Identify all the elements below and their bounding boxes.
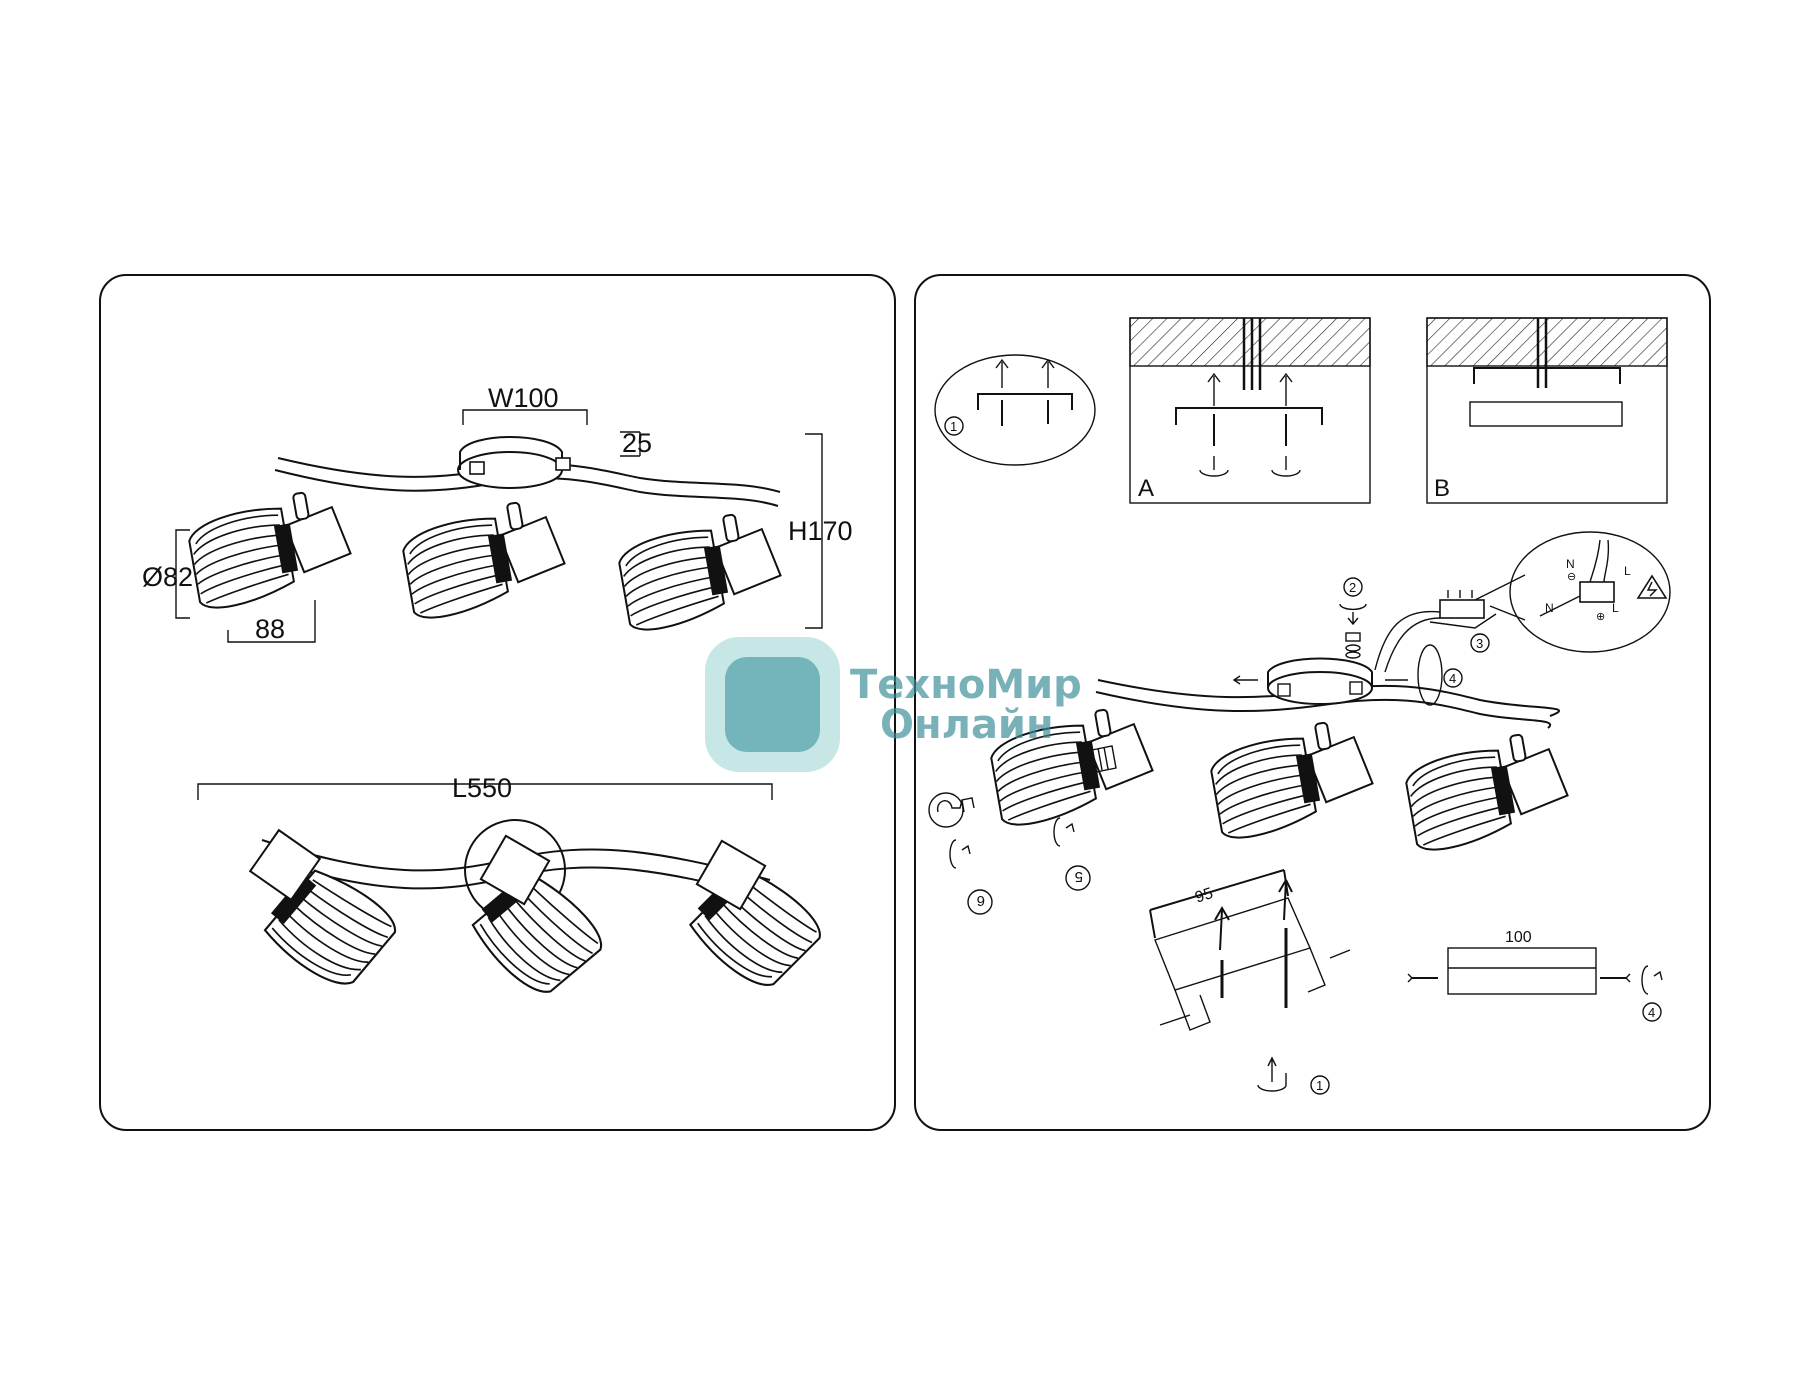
depth-label: 25 xyxy=(622,428,652,458)
installation-panel xyxy=(914,274,1711,1131)
step-4-bottom-number: 4 xyxy=(1648,1005,1655,1020)
variant-b-label: B xyxy=(1434,475,1450,502)
watermark-logo-icon xyxy=(705,637,840,772)
mounting-plate-drawing xyxy=(1407,947,1663,1022)
watermark: ТехноМир Онлайн xyxy=(705,637,1082,772)
bracket-width-label: 95 xyxy=(1193,885,1215,907)
front-view-drawing xyxy=(184,436,786,633)
variant-b-box xyxy=(1426,317,1668,504)
step-3-number: 3 xyxy=(1476,636,1483,651)
assembled-fixture-drawing xyxy=(928,644,1573,915)
width-label: W100 xyxy=(488,383,559,413)
step-6-number: 6 xyxy=(977,892,985,909)
dimension-lines xyxy=(175,409,823,800)
step-1-number: 1 xyxy=(950,419,957,434)
length-label: L550 xyxy=(452,773,512,803)
step-2-number: 2 xyxy=(1349,580,1356,595)
step-5-number: 5 xyxy=(1075,868,1083,885)
variant-a-label: A xyxy=(1138,475,1154,502)
dimensions-panel xyxy=(99,274,896,1131)
step-4-number: 4 xyxy=(1449,671,1456,686)
step-1-bottom-number: 1 xyxy=(1316,1078,1323,1093)
terminal-block xyxy=(1339,577,1497,673)
wiring-inset xyxy=(1474,531,1671,653)
wire-n-top: N xyxy=(1566,557,1575,571)
wire-l-top: L xyxy=(1624,564,1631,578)
height-label: H170 xyxy=(788,516,853,546)
step-1-detail: 1 xyxy=(934,354,1096,466)
watermark-line1: ТехноМир xyxy=(850,662,1082,708)
wire-n-bottom: N xyxy=(1545,601,1554,615)
neutral-sign-top: ⊖ xyxy=(1567,571,1576,583)
watermark-line2: Онлайн xyxy=(880,702,1054,748)
live-sign-bottom: ⊕ xyxy=(1596,611,1605,623)
plate-width-label: 100 xyxy=(1505,929,1532,946)
mounting-bracket-drawing xyxy=(1149,869,1351,1095)
top-view-drawing xyxy=(248,819,828,1006)
shade-length-label: 88 xyxy=(255,614,285,644)
variant-a-box xyxy=(1129,317,1371,504)
wire-l-bottom: L xyxy=(1612,601,1619,615)
diameter-label: Ø82 xyxy=(142,562,193,592)
